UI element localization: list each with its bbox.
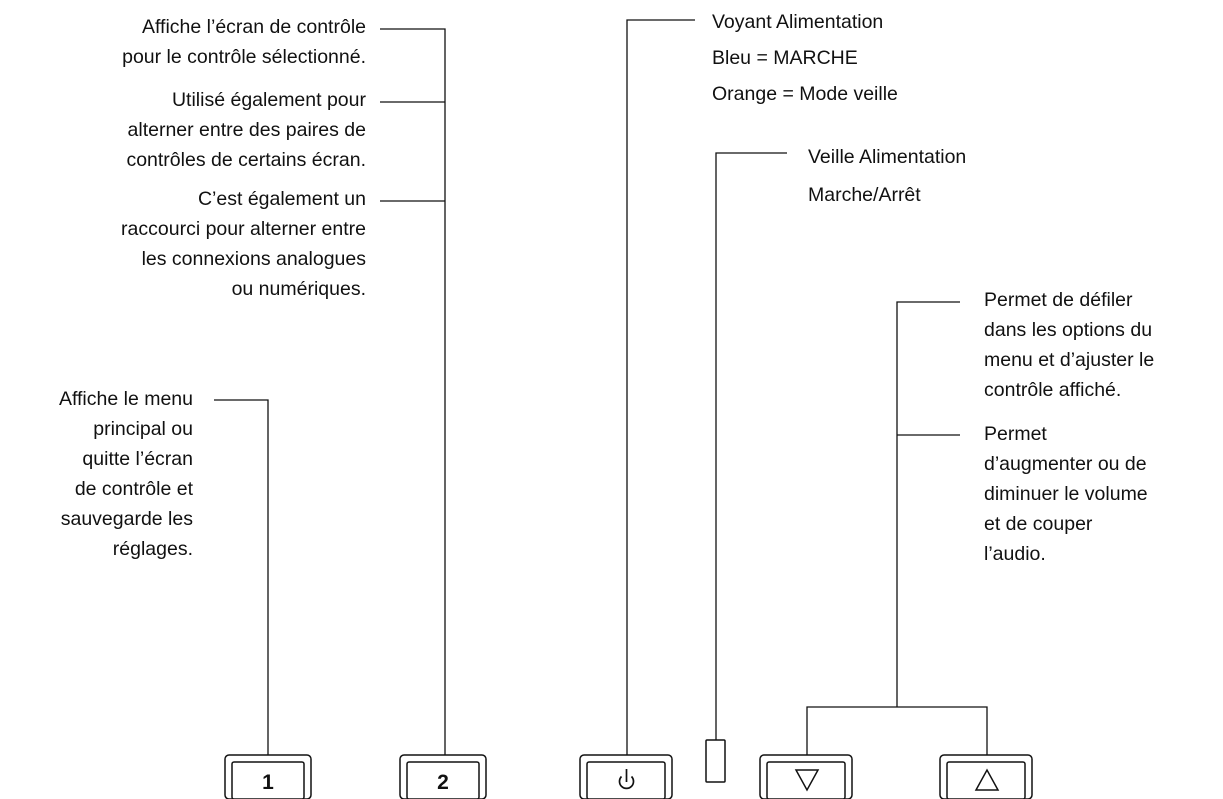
triangle-down-icon	[794, 769, 820, 792]
callout-line: alterner entre des paires de	[127, 119, 366, 141]
leader-power	[626, 19, 695, 755]
callout-arrows-block1: Permet de défiler dans les options du me…	[984, 285, 1154, 405]
callout-line: Affiche le menu	[58, 388, 193, 410]
callout-button2-block3: C’est également un raccourci pour altern…	[121, 184, 366, 304]
callout-line: dans les options du	[984, 319, 1153, 341]
callout-line: sauvegarde les	[60, 508, 193, 530]
power-button[interactable]	[579, 754, 673, 799]
leader-arrows-fork	[806, 706, 988, 755]
button-1-label: 1	[262, 771, 274, 794]
button-2-label: 2	[437, 771, 449, 794]
callout-arrows-block2: Permet d’augmenter ou de diminuer le vol…	[984, 419, 1148, 569]
callout-line: réglages.	[112, 538, 193, 560]
leader-arrows-top	[896, 301, 960, 707]
callout-button2-block1: Affiche l’écran de contrôle pour le cont…	[122, 12, 366, 72]
callout-line: Bleu = MARCHE	[712, 47, 858, 69]
callout-line: Permet	[984, 423, 1047, 445]
up-arrow-button[interactable]	[939, 754, 1033, 799]
callout-line: Marche/Arrêt	[808, 184, 921, 206]
callout-line: raccourci pour alterner entre	[121, 218, 366, 240]
callout-line: Voyant Alimentation	[712, 11, 884, 33]
callout-line: l’audio.	[984, 543, 1046, 565]
callout-line: les connexions analogues	[141, 248, 366, 270]
leader-lines	[214, 19, 988, 755]
power-icon	[618, 769, 635, 790]
callout-power-led: Voyant Alimentation Bleu = MARCHE Orange…	[712, 4, 898, 112]
callout-line: et de couper	[984, 513, 1093, 535]
callout-line: d’augmenter ou de	[984, 453, 1147, 475]
callout-line: Affiche l’écran de contrôle	[141, 16, 366, 38]
callout-line: menu et d’ajuster le	[984, 349, 1155, 371]
callout-line: pour le contrôle sélectionné.	[122, 46, 366, 68]
callout-button1: Affiche le menu principal ou quitte l’éc…	[59, 384, 193, 564]
callout-line: Veille Alimentation	[808, 146, 967, 168]
leader-standby	[715, 152, 787, 740]
callout-line: C’est également un	[197, 188, 366, 210]
callout-line: Permet de défiler	[984, 289, 1133, 311]
callout-line: contrôles de certains écran.	[126, 149, 366, 171]
leader-button2-top	[380, 28, 446, 755]
callout-line: Utilisé également pour	[171, 89, 366, 111]
button-2[interactable]: 2	[399, 754, 487, 799]
callout-line: de contrôle et	[74, 478, 193, 500]
leader-button1	[214, 399, 269, 755]
callout-line: contrôle affiché.	[984, 379, 1122, 401]
callout-button2-block2: Utilisé également pour alterner entre de…	[126, 85, 366, 175]
power-switch[interactable]	[705, 739, 726, 783]
callout-standby: Veille Alimentation Marche/Arrêt	[808, 138, 966, 214]
callout-line: Orange = Mode veille	[712, 83, 898, 105]
button-1[interactable]: 1	[224, 754, 312, 799]
callout-line: diminuer le volume	[984, 483, 1148, 505]
triangle-up-icon	[974, 768, 1000, 791]
down-arrow-button[interactable]	[759, 754, 853, 799]
callout-line: principal ou	[93, 418, 193, 440]
power-switch-icon	[705, 739, 726, 783]
callout-line: quitte l’écran	[82, 448, 193, 470]
callout-line: ou numériques.	[231, 278, 366, 300]
